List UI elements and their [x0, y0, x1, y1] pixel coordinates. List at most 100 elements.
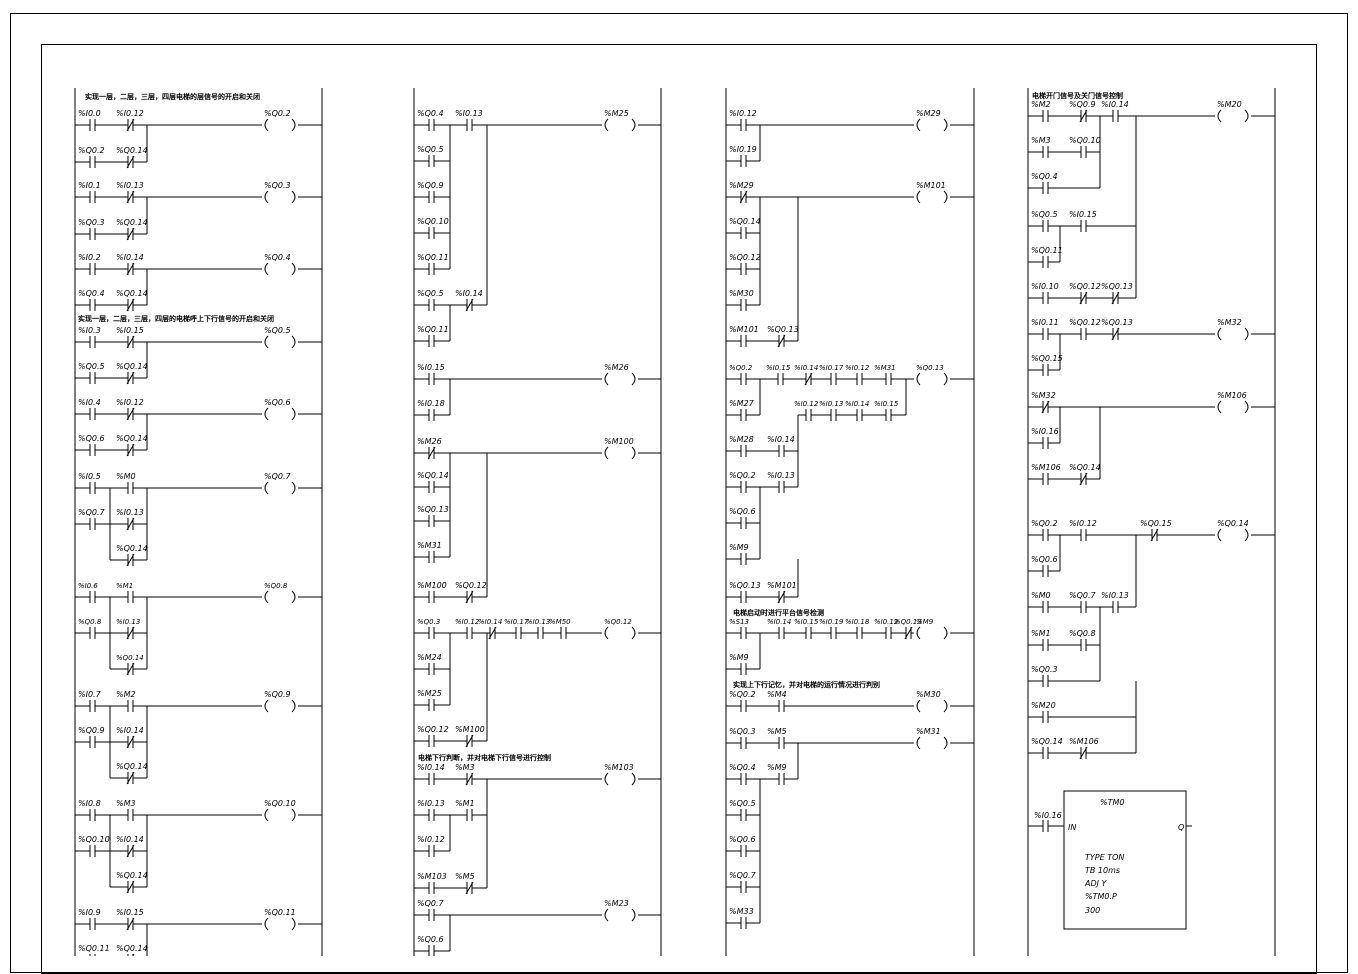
contact-slash — [126, 917, 135, 931]
contact-label: %Q0.3 — [264, 181, 291, 190]
contact-label: %Q0.2 — [78, 146, 105, 155]
coil-right-arc — [1244, 528, 1249, 542]
contact-label: %I0.13 — [116, 181, 144, 190]
coil-right-arc — [943, 736, 948, 750]
contact-label: %I0.15 — [116, 326, 144, 335]
contact-label: %M25 — [604, 109, 629, 118]
contact-label: %I0.13 — [417, 799, 445, 808]
contact-label: %I0.10 — [1031, 282, 1059, 291]
contact-slash — [1079, 291, 1088, 305]
contact-label: %I0.12 — [1069, 519, 1097, 528]
section-header: 电梯下行判断，并对电梯下行信号进行控制 — [418, 753, 551, 762]
coil-right-arc — [291, 190, 296, 204]
contact-label: %Q0.13 — [767, 325, 799, 334]
section-header: 实现一层，二层，三层，四层的电梯呼上下行信号的开启和关闭 — [78, 314, 274, 323]
contact-slash — [465, 590, 474, 604]
contact-label: %Q0.5 — [417, 289, 444, 298]
coil-left-arc — [916, 626, 921, 640]
contact-slash — [126, 227, 135, 241]
contact-label: %M26 — [417, 437, 442, 446]
coil-right-arc — [943, 118, 948, 132]
contact-slash — [1150, 528, 1159, 542]
contact-label: %Q0.11 — [417, 325, 449, 334]
contact-label: %I0.13 — [767, 471, 795, 480]
coil-left-arc — [264, 481, 269, 495]
contact-label: %M2 — [1031, 100, 1051, 109]
contact-label: %Q0.8 — [264, 582, 288, 590]
contact-slash — [427, 446, 436, 460]
contact-label: %Q0.2 — [1031, 519, 1058, 528]
contact-label: %I0.15 — [116, 908, 144, 917]
coil-right-arc — [943, 190, 948, 204]
contact-label: %I0.12 — [455, 618, 480, 626]
contact-label: %Q0.10 — [417, 217, 449, 226]
contact-label: %Q0.3 — [729, 727, 756, 736]
coil-right-arc — [631, 772, 636, 786]
contact-label: %M33 — [729, 907, 754, 916]
contact-label: %Q0.14 — [116, 362, 148, 371]
contact-slash — [904, 626, 913, 640]
contact-label: %Q0.7 — [417, 899, 445, 908]
contact-label: %M30 — [916, 690, 941, 699]
contact-label: %M101 — [916, 181, 946, 190]
coil-right-arc — [631, 446, 636, 460]
timer-q-pin: Q — [1178, 823, 1184, 832]
contact-label: %Q0.14 — [116, 944, 148, 953]
contact-label: %M5 — [455, 872, 475, 881]
contact-label: %I0.18 — [417, 399, 445, 408]
contact-label: %Q0.14 — [116, 654, 144, 662]
coil-left-arc — [264, 262, 269, 276]
contact-slash — [126, 371, 135, 385]
contact-slash — [465, 772, 474, 786]
contact-label: %M101 — [767, 581, 797, 590]
coil-left-arc — [604, 372, 609, 386]
coil-left-arc — [264, 808, 269, 822]
contact-label: %I0.17 — [504, 618, 529, 626]
contact-label: %M26 — [604, 363, 629, 372]
contact-label: %Q0.13 — [1101, 318, 1133, 327]
contact-label: %Q0.5 — [417, 145, 444, 154]
coil-left-arc — [1217, 109, 1222, 123]
contact-label: %I0.19 — [819, 618, 844, 626]
section-header: 实现一层，二层，三层，四层电梯的层信号的开启和关闭 — [85, 92, 260, 101]
contact-label: %I0.2 — [78, 253, 101, 262]
contact-label: %Q0.7 — [78, 508, 106, 517]
coil-left-arc — [264, 699, 269, 713]
section-header: 电梯启动时进行平台信号检测 — [733, 608, 824, 617]
contact-label: %I0.3 — [78, 326, 101, 335]
timer-preset: 300 — [1085, 906, 1100, 915]
contact-label: %M9 — [916, 618, 934, 626]
contact-label: %M106 — [1031, 463, 1061, 472]
contact-label: %Q0.15 — [1140, 519, 1172, 528]
contact-label: %Q0.9 — [264, 690, 291, 699]
contact-label: %Q0.3 — [78, 218, 105, 227]
contact-label: %I0.12 — [874, 618, 899, 626]
contact-label: %Q0.5 — [1031, 210, 1058, 219]
contact-label: %Q0.13 — [1101, 282, 1133, 291]
contact-label: %M103 — [417, 872, 447, 881]
coil-right-arc — [631, 908, 636, 922]
contact-label: %Q0.9 — [1069, 100, 1096, 109]
contact-label: %M1 — [116, 582, 133, 590]
contact-label: %I0.15 — [794, 618, 819, 626]
contact-label: %I0.13 — [116, 508, 144, 517]
contact-label: %M20 — [1217, 100, 1242, 109]
contact-label: %I0.15 — [417, 363, 445, 372]
contact-label: %M27 — [729, 399, 755, 408]
contact-label: %M106 — [1217, 391, 1247, 400]
contact-label: %Q0.9 — [417, 181, 444, 190]
contact-label: %Q0.12 — [729, 253, 761, 262]
contact-label: %Q0.6 — [1031, 555, 1058, 564]
contact-label: %M101 — [729, 325, 759, 334]
section-header: 电梯开门信号及关门信号控制 — [1032, 91, 1123, 100]
contact-label: %Q0.14 — [116, 762, 148, 771]
contact-label: %I0.12 — [845, 364, 870, 372]
contact-label: %Q0.5 — [729, 799, 756, 808]
coil-right-arc — [291, 917, 296, 931]
contact-label: %I0.14 — [767, 435, 795, 444]
coil-left-arc — [264, 335, 269, 349]
contact-slash — [126, 298, 135, 312]
contact-label: %M30 — [729, 289, 754, 298]
contact-label: %Q0.4 — [417, 109, 444, 118]
